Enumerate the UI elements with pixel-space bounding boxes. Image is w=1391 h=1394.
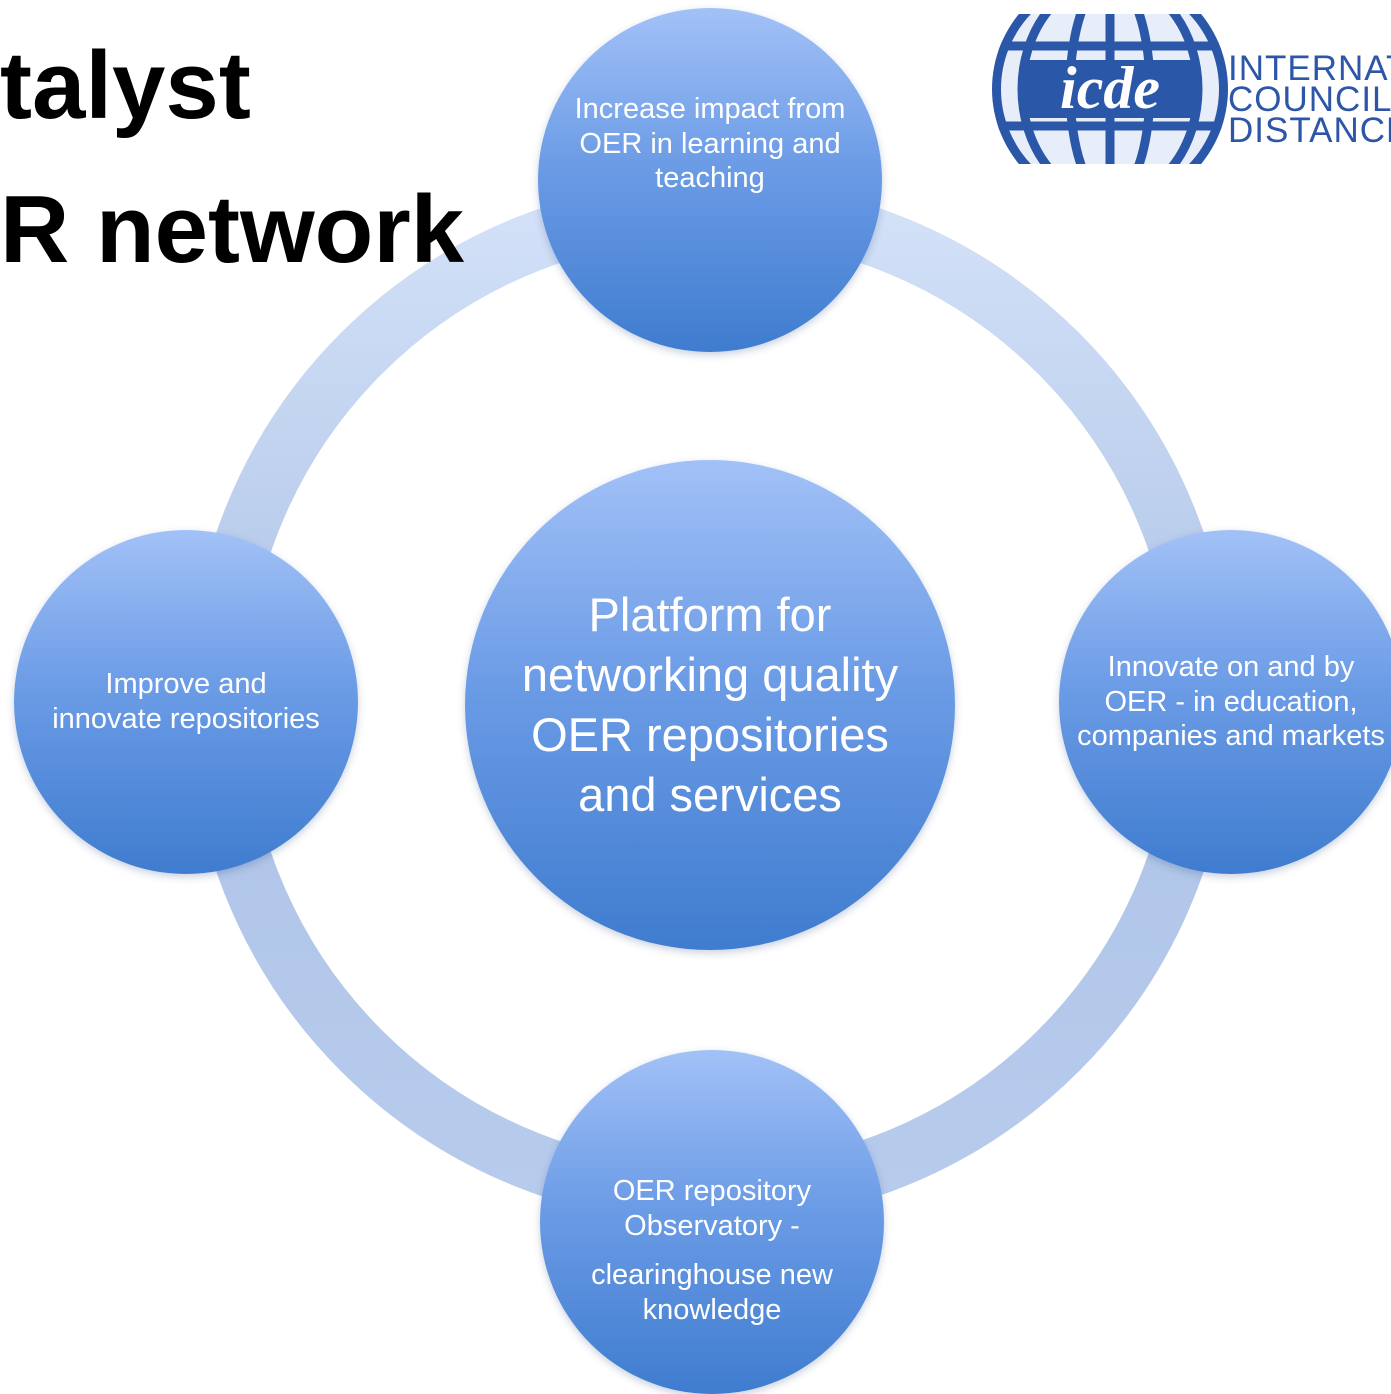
icde-logo-text-3: DISTANCE E <box>1228 111 1391 150</box>
icde-logo: icde INTERNATIO COUNCIL FO DISTANCE E <box>990 14 1391 164</box>
slide-title-line-2: R network <box>0 176 465 283</box>
node-improve-repositories: Improve and innovate repositories <box>14 530 358 874</box>
node-increase-impact-label: Increase impact from OER in learning and… <box>574 92 846 195</box>
node-observatory-label-1: OER repository Observatory - <box>612 1175 812 1243</box>
globe-icon: icde <box>992 14 1228 164</box>
slide-title-line-1: talyst <box>0 32 251 139</box>
node-innovate-oer: Innovate on and by OER - in education, c… <box>1059 530 1391 874</box>
icde-logo-text-1: INTERNATIO <box>1228 49 1391 88</box>
node-observatory-label-2: clearinghouse new knowledge <box>591 1259 833 1326</box>
node-center-platform-label: Platform for networking quality OER repo… <box>521 587 899 822</box>
node-improve-repositories-label: Improve and innovate repositories <box>52 668 320 735</box>
icde-logo-mark: icde <box>1060 55 1160 121</box>
node-innovate-oer-label: Innovate on and by OER - in education, c… <box>1077 650 1385 753</box>
node-increase-impact: Increase impact from OER in learning and… <box>538 8 882 352</box>
icde-logo-text-2: COUNCIL FO <box>1228 80 1391 119</box>
node-center-platform: Platform for networking quality OER repo… <box>465 460 955 950</box>
node-observatory: OER repository Observatory - clearinghou… <box>540 1050 884 1394</box>
